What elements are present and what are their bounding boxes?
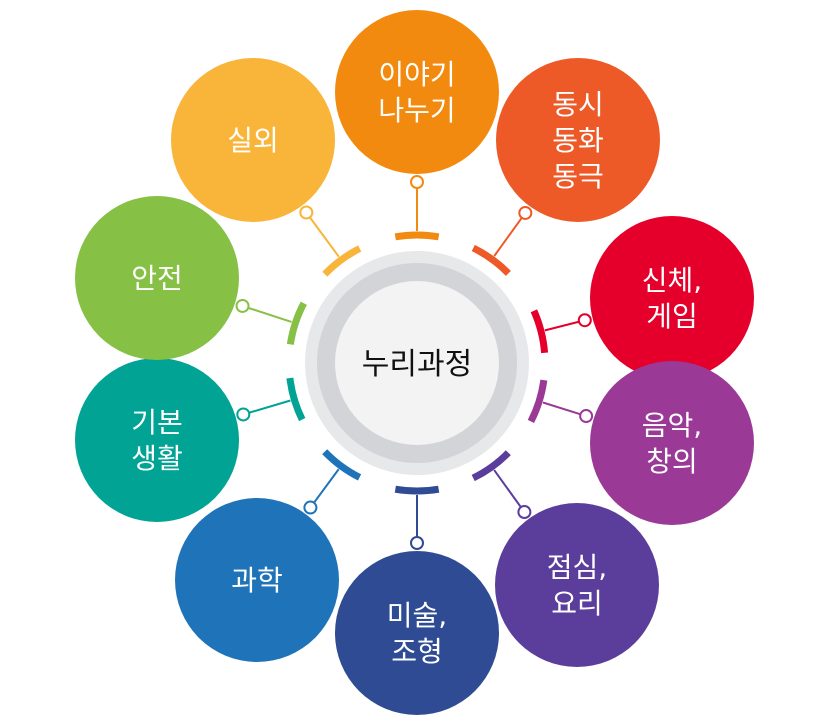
node-label-safety-line-1: 안전	[131, 262, 183, 295]
node-circle-poem	[496, 58, 660, 222]
connector-poem	[493, 212, 527, 257]
node-physical: 신체,게임	[590, 216, 754, 380]
node-label-art-line-1: 미술,	[387, 599, 447, 632]
node-circle-safety	[75, 196, 239, 360]
node-label-science-line-1: 과학	[231, 564, 283, 597]
connector-dot-safety	[235, 298, 250, 313]
node-label-art-line-2: 조형	[391, 635, 443, 668]
node-circle-basic	[75, 358, 239, 522]
node-label-music-line-1: 음악,	[642, 409, 702, 442]
node-cooking: 점심,요리	[495, 503, 659, 667]
node-label-poem-line-3: 동극	[552, 160, 604, 193]
node-circle-physical	[590, 216, 754, 380]
connector-dot-poem	[518, 205, 533, 220]
node-circle-music	[590, 361, 754, 525]
node-label-outdoor-line-1: 실외	[227, 124, 279, 157]
ring-segment-story	[394, 231, 440, 241]
connector-science	[309, 468, 340, 509]
connector-music	[542, 401, 587, 418]
node-label-cooking-line-2: 요리	[551, 587, 603, 620]
node-science: 과학	[175, 498, 339, 662]
connector-safety	[242, 305, 292, 323]
ring-segment-art	[394, 485, 440, 495]
node-label-cooking-line-1: 점심,	[547, 551, 607, 584]
connector-dot-art	[410, 536, 424, 550]
connector-dot-outdoor	[299, 205, 314, 220]
node-circle-cooking	[495, 503, 659, 667]
node-art: 미술,조형	[335, 551, 499, 715]
connector-dot-story	[410, 175, 424, 189]
node-circle-art	[335, 551, 499, 715]
center-label: 누리과정	[362, 347, 472, 382]
node-safety: 안전	[75, 196, 239, 360]
hub-inner-disc	[335, 281, 499, 445]
node-circle-outdoor	[171, 58, 335, 222]
node-circle-story	[335, 10, 499, 174]
connector-cooking	[493, 469, 526, 513]
ring-segment-physical	[530, 309, 549, 354]
node-label-story-line-2: 나누기	[378, 94, 455, 127]
ring-segment-safety	[286, 301, 307, 345]
node-label-poem-line-2: 동화	[552, 124, 604, 157]
node-music: 음악,창의	[590, 361, 754, 525]
ring-segment-science	[322, 449, 362, 481]
node-label-physical-line-2: 게임	[646, 300, 698, 333]
node-label-physical-line-1: 신체,	[642, 264, 702, 297]
node-outdoor: 실외	[171, 58, 335, 222]
node-label-basic-line-1: 기본	[131, 406, 183, 439]
ring-segment-music	[527, 379, 548, 424]
ring-segment-basic	[286, 377, 306, 422]
node-label-story-line-1: 이야기	[378, 58, 455, 91]
connector-dot-physical	[577, 313, 592, 328]
ring-segment-outdoor	[322, 245, 362, 277]
node-label-poem-line-1: 동시	[552, 88, 604, 121]
connector-dot-basic	[236, 407, 251, 422]
connector-dot-music	[579, 409, 594, 424]
node-label-music-line-2: 창의	[646, 445, 698, 478]
node-label-basic-line-2: 생활	[131, 442, 183, 475]
node-circle-science	[175, 498, 339, 662]
ring-segment-cooking	[471, 450, 511, 482]
connector-outdoor	[305, 211, 340, 258]
center-hub: 누리과정	[305, 251, 529, 475]
connector-dot-cooking	[517, 504, 532, 519]
ring-segments	[286, 231, 549, 495]
connector-dot-science	[303, 500, 318, 515]
ring-segment-poem	[471, 244, 511, 276]
connector-basic	[243, 399, 291, 416]
connectors	[235, 175, 594, 550]
